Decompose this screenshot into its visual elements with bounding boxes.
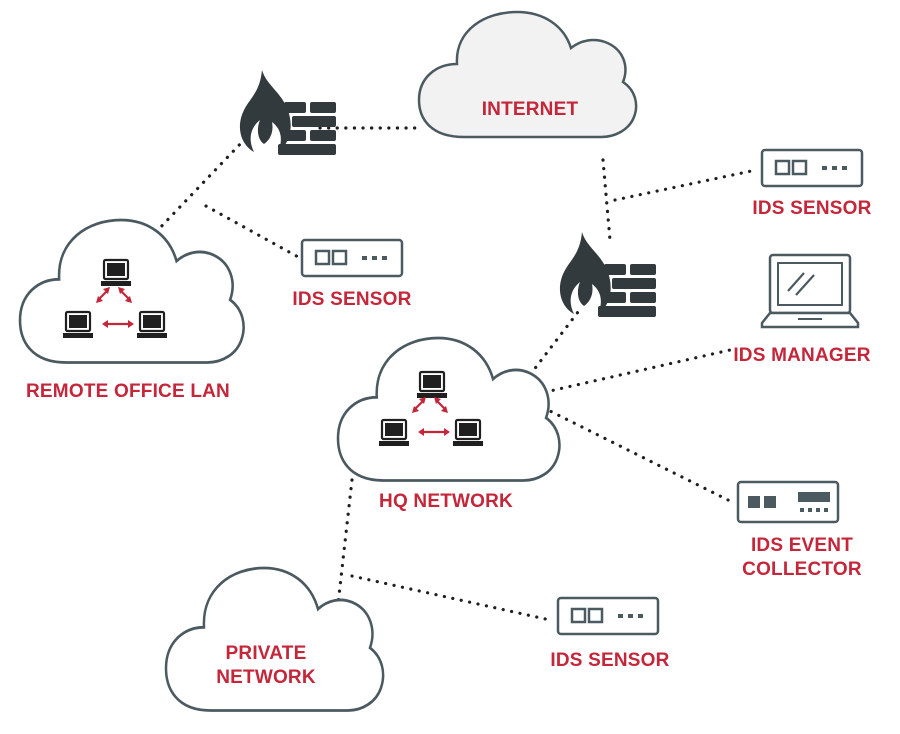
- remote-lan-computers: [61, 258, 169, 340]
- link-hq-event-collector: [526, 398, 730, 502]
- link-private-ids-sensor: [350, 574, 552, 622]
- exchange-arrows-icon: [96, 287, 134, 328]
- firewall-icon: [559, 232, 656, 317]
- hq-network-label: HQ NETWORK: [379, 491, 513, 512]
- event-collector-icon: [736, 480, 840, 524]
- link-hq-ids-manager: [526, 348, 732, 398]
- remote-office-cloud-icon: [18, 218, 246, 364]
- exchange-arrows-icon: [412, 397, 450, 436]
- computer-icon: [135, 310, 169, 340]
- ids-manager-label: IDS MANAGER: [733, 345, 871, 366]
- computer-icon: [61, 310, 95, 340]
- hq-network-cloud-icon: [336, 336, 561, 482]
- internet-label: INTERNET: [481, 99, 579, 120]
- private-network-cloud-icon: [164, 566, 385, 712]
- private-network-label-line1: PRIVATE: [225, 643, 307, 664]
- link-remote-firewall: [154, 138, 246, 234]
- link-internet-firewall-hq: [601, 158, 612, 242]
- ids-sensor-icon: [760, 148, 864, 188]
- ids-sensor-label: IDS SENSOR: [550, 650, 670, 671]
- link-ids-sensor-top: [613, 168, 758, 202]
- hq-computers: [377, 370, 485, 448]
- laptop-icon: [760, 253, 860, 329]
- ids-sensor-icon: [300, 238, 404, 278]
- computer-icon: [451, 418, 485, 448]
- computer-icon: [415, 370, 449, 400]
- ids-sensor-label: IDS SENSOR: [292, 289, 412, 310]
- computer-icon: [377, 418, 411, 448]
- link-hq-private: [334, 478, 354, 624]
- ids-event-collector-label-line2: COLLECTOR: [742, 559, 862, 580]
- computer-icon: [99, 258, 133, 288]
- private-network-label-line2: NETWORK: [216, 667, 316, 688]
- ids-event-collector-label-line1: IDS EVENT: [750, 535, 854, 556]
- remote-office-lan-label: REMOTE OFFICE LAN: [26, 381, 230, 402]
- ids-sensor-label: IDS SENSOR: [752, 198, 872, 219]
- link-remote-ids-sensor: [204, 204, 302, 260]
- firewall-icon: [239, 70, 336, 155]
- ids-sensor-icon: [556, 596, 660, 636]
